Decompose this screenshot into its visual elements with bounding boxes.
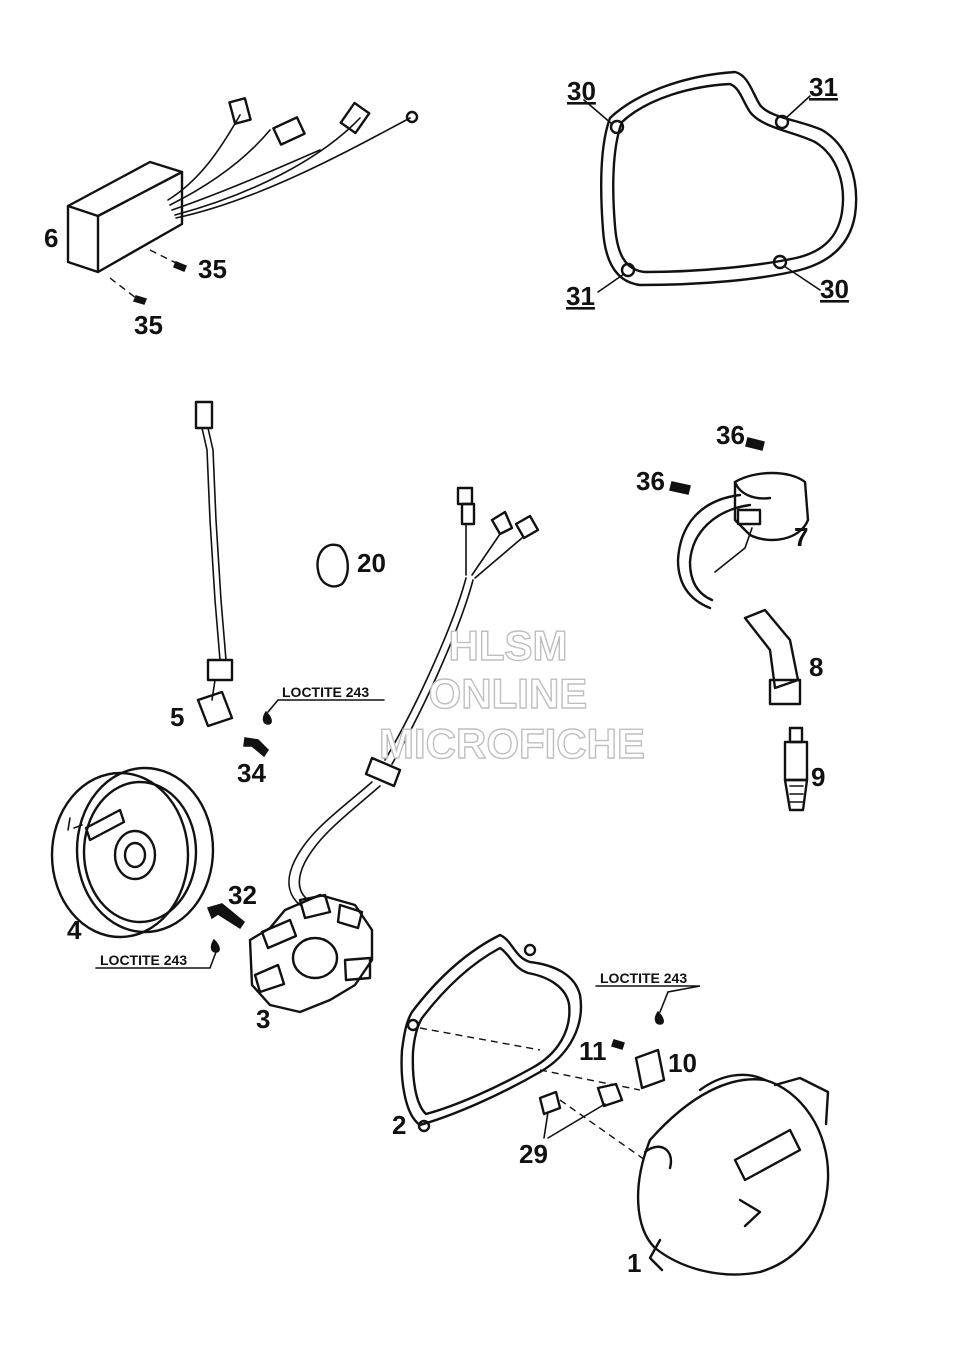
callout-20: 20 xyxy=(357,548,386,578)
watermark-line-2: ONLINE xyxy=(429,670,588,717)
callout-1: 1 xyxy=(627,1248,641,1278)
screw-11 xyxy=(611,1039,625,1050)
callout-30-bottom: 30 xyxy=(820,274,849,304)
cable-tie xyxy=(316,543,349,588)
watermark: HLSM ONLINE MICROFICHE xyxy=(378,621,645,767)
cdi-unit xyxy=(66,97,419,305)
alignment-line-3 xyxy=(559,1099,646,1161)
callout-5: 5 xyxy=(170,702,184,732)
callout-8: 8 xyxy=(809,652,823,682)
callout-7: 7 xyxy=(794,522,808,552)
callout-2: 2 xyxy=(392,1110,406,1140)
bolt-32 xyxy=(206,903,246,930)
loctite-note-a: LOCTITE 243 xyxy=(282,684,369,700)
callout-31-top: 31 xyxy=(809,72,838,102)
pickup-sensor xyxy=(194,400,234,728)
callout-35-bottom: 35 xyxy=(134,310,163,340)
watermark-line-1: HLSM xyxy=(449,622,568,669)
spark-plug xyxy=(783,726,809,812)
callout-6: 6 xyxy=(44,223,58,253)
flywheel xyxy=(50,766,215,939)
callout-30-top: 30 xyxy=(567,76,596,106)
ignition-coil xyxy=(669,437,810,610)
callout-29: 29 xyxy=(519,1139,548,1169)
stator xyxy=(248,486,540,1014)
alignment-line-2 xyxy=(539,1069,641,1091)
loctite-drop-c xyxy=(654,1010,664,1025)
callout-31-bottom: 31 xyxy=(566,281,595,311)
alignment-line-1 xyxy=(419,1027,541,1051)
cover-gasket-top xyxy=(600,70,858,287)
spark-plug-cap xyxy=(743,608,802,706)
callout-36-top: 36 xyxy=(716,420,745,450)
cover-gasket-lower xyxy=(400,933,583,1133)
callout-36-left: 36 xyxy=(636,466,665,496)
screw-34 xyxy=(243,737,269,758)
callout-4: 4 xyxy=(67,915,82,945)
callout-11: 11 xyxy=(579,1036,607,1066)
callout-10: 10 xyxy=(668,1048,697,1078)
callout-3: 3 xyxy=(256,1004,270,1034)
loctite-note-c: LOCTITE 243 xyxy=(600,970,687,986)
loctite-drop-b xyxy=(210,938,220,953)
callout-9: 9 xyxy=(811,762,825,792)
loctite-note-b: LOCTITE 243 xyxy=(100,952,187,968)
dowel-29a xyxy=(538,1090,562,1116)
dowel-29b xyxy=(596,1082,624,1108)
callout-34: 34 xyxy=(237,758,266,788)
ignition-cover xyxy=(636,1073,830,1276)
loctite-drop-a xyxy=(262,710,272,725)
callout-32: 32 xyxy=(228,880,257,910)
watermark-line-3: MICROFICHE xyxy=(379,720,645,767)
callout-35-right: 35 xyxy=(198,254,227,284)
clip-10 xyxy=(634,1048,666,1090)
